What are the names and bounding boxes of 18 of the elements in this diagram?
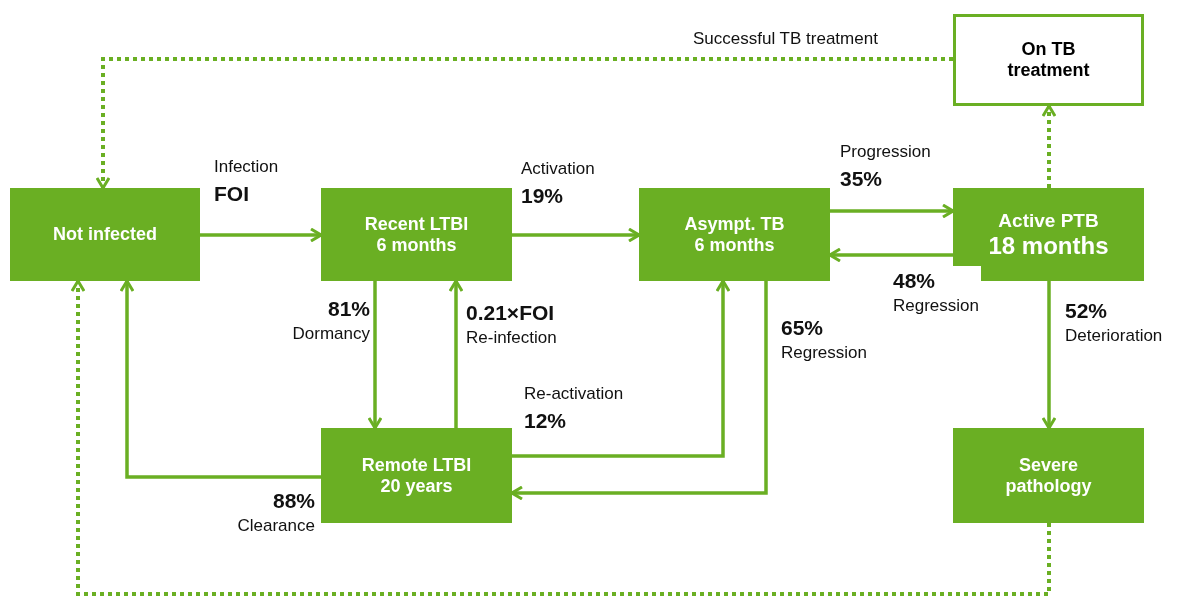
arrow (95, 57, 953, 190)
arrow (1041, 281, 1057, 430)
state-box: Not infected (10, 188, 200, 281)
arrow (448, 279, 464, 428)
arrow (70, 279, 1051, 596)
arrow (830, 203, 955, 219)
arrow (512, 279, 731, 458)
arrow (367, 281, 383, 430)
arrow (200, 227, 323, 243)
arrow (1041, 104, 1057, 188)
state-box: Recent LTBI 6 months (321, 188, 512, 281)
state-box: Asympt. TB 6 months (639, 188, 830, 281)
arrow (512, 227, 641, 243)
arrow (119, 279, 321, 479)
state-box: Remote LTBI 20 years (321, 428, 512, 523)
state-box: Severe pathology (953, 428, 1144, 523)
state-box: On TB treatment (953, 14, 1144, 106)
state-box: Active PTB 18 months (953, 188, 1144, 281)
